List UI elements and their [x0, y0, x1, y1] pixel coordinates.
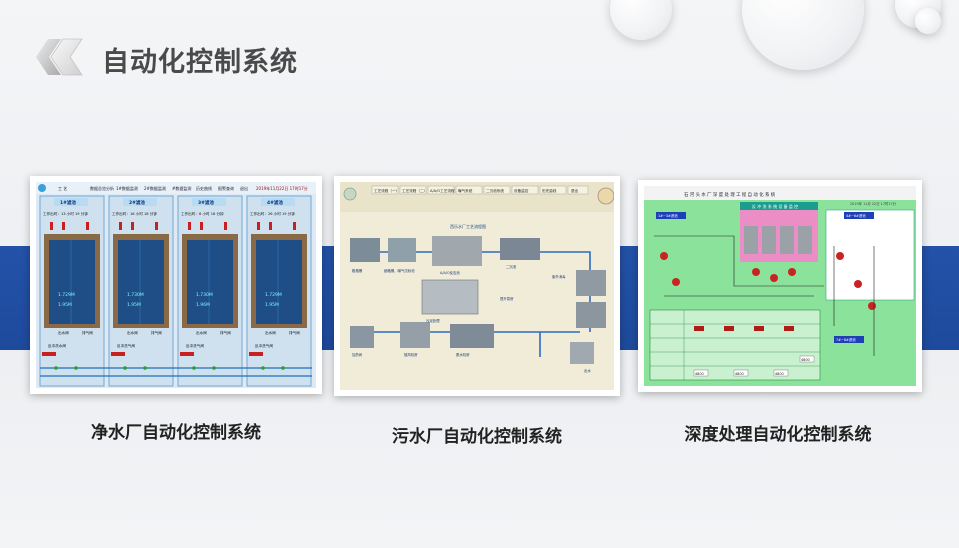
top-button[interactable]: 工艺流程（一） — [374, 188, 399, 193]
unit-label: 二沉池 — [506, 264, 517, 269]
unit-label: 提升泵房 — [500, 296, 514, 301]
header-label: 2#数据监测 — [144, 185, 166, 191]
valve-label: 出水阀 — [127, 330, 138, 335]
advanced-treatment-screenshot: 石 河 头 水 厂 深 度 处 理 工 程 自 动 化 系 统 2019年 11… — [644, 186, 916, 386]
valve-label: 排气阀 — [82, 330, 93, 335]
screen-subtitle: 反 冲 洗 系 统 设 备 监 控 — [752, 203, 798, 209]
pool-level: 1.730M — [196, 292, 213, 298]
header-label: 退出 — [240, 185, 248, 191]
top-button[interactable]: 设备监控 — [514, 188, 529, 193]
pool-name: 4#滤池 — [267, 199, 283, 206]
top-button[interactable]: 曝气系统 — [458, 188, 473, 193]
top-button[interactable]: 二沉池系统 — [486, 188, 504, 193]
section-label: 4#~6#滤池 — [846, 213, 866, 218]
top-button[interactable]: 工艺流程（二） — [402, 188, 427, 193]
valve-label: 排气阀 — [151, 330, 162, 335]
unit-label: 粗格栅 — [352, 268, 363, 273]
valve-label: 出水阀 — [265, 330, 276, 335]
pool-runtime: 工作出时：6 小时 18 分钟 — [181, 211, 224, 216]
unit-label: 出水 — [584, 368, 591, 373]
unit-label: A/A/O反应池 — [440, 270, 460, 275]
pool-level: 1.730M — [127, 292, 144, 298]
valve-label: 反冲洗气阀 — [186, 343, 204, 348]
sewage-plant-screenshot: 工艺流程（一） 工艺流程（二） A/A/O工艺流程 曝气系统 二沉池系统 设备监… — [340, 182, 614, 390]
section-label: 1#~3#滤池 — [658, 213, 678, 218]
timestamp: 2019年 11月 22日 17时17分 — [850, 201, 897, 206]
diamond-logo-icon — [36, 38, 83, 76]
reading-value: 4800 — [775, 372, 784, 376]
card-water-plant[interactable]: 工 艺 数据总览分析 1#数据监测 2#数据监测 #数据监测 历史曲线 报警查询… — [30, 176, 322, 394]
decorative-circle-tiny — [915, 8, 941, 34]
header-label: 历史曲线 — [196, 185, 212, 191]
top-button[interactable]: 历史曲线 — [542, 188, 557, 193]
pool-runtime: 工作出时：13 小时 19 分钟 — [43, 211, 88, 216]
card-advanced-treatment[interactable]: 石 河 头 水 厂 深 度 处 理 工 程 自 动 化 系 统 2019年 11… — [638, 180, 922, 392]
pool-runtime: 工作出时：26 小时 19 分钟 — [250, 211, 295, 216]
pool-runtime: 工作出时：16 小时 18 分钟 — [112, 211, 157, 216]
valve-label: 排气阀 — [220, 330, 231, 335]
valve-label: 排气阀 — [289, 330, 300, 335]
header-label: 工 艺 — [58, 186, 67, 191]
pool-flow: 1.95M — [58, 302, 72, 308]
card-sewage-plant[interactable]: 工艺流程（一） 工艺流程（二） A/A/O工艺流程 曝气系统 二沉池系统 设备监… — [334, 176, 620, 396]
pool-flow: 1.95M — [127, 302, 141, 308]
valve-label: 反冲洗气阀 — [117, 343, 135, 348]
decorative-circle-medium — [610, 0, 672, 40]
top-button[interactable]: 退出 — [571, 188, 579, 193]
timestamp: 2019年11月22日 17时17分 — [256, 185, 308, 191]
pool-name: 3#滤池 — [198, 199, 214, 206]
pool-level: 1.729M — [265, 292, 282, 298]
caption-advanced-treatment: 深度处理自动化控制系统 — [684, 425, 872, 445]
decorative-circle-large — [742, 0, 864, 70]
caption-sewage-plant: 污水厂自动化控制系统 — [392, 427, 562, 447]
unit-label: 加药间 — [352, 352, 363, 357]
header-label: #数据监测 — [172, 185, 191, 191]
valve-label: 出水阀 — [58, 330, 69, 335]
reading-value: 4800 — [695, 372, 704, 376]
unit-label: 细格栅、曝气沉砂池 — [384, 268, 415, 273]
pool-flow: 1.95M — [265, 302, 279, 308]
unit-label: 脱水机房 — [456, 352, 470, 357]
unit-label: 污泥处理 — [426, 318, 440, 323]
diagram-title: 西乐水厂工艺流程图 — [450, 223, 486, 229]
screen-title: 石 河 头 水 厂 深 度 处 理 工 程 自 动 化 系 统 — [684, 191, 776, 198]
pool-level: 1.729M — [58, 292, 75, 298]
valve-label: 反冲洗水阀 — [48, 343, 66, 348]
valve-label: 出水阀 — [196, 330, 207, 335]
header-label: 报警查询 — [218, 185, 234, 191]
pool-name: 2#滤池 — [129, 199, 145, 206]
pool-flow: 1.96M — [196, 302, 210, 308]
water-plant-screenshot: 工 艺 数据总览分析 1#数据监测 2#数据监测 #数据监测 历史曲线 报警查询… — [36, 182, 316, 388]
header-label: 1#数据监测 — [116, 185, 138, 191]
section-label: 7#~8#滤池 — [836, 337, 856, 342]
reading-value: 4800 — [801, 358, 810, 362]
unit-label: 紫外消毒 — [552, 274, 566, 279]
header-label: 数据总览分析 — [90, 185, 114, 191]
valve-label: 反冲洗气阀 — [255, 343, 273, 348]
reading-value: 4800 — [735, 372, 744, 376]
pool-name: 1#滤池 — [60, 199, 76, 206]
caption-water-plant: 净水厂自动化控制系统 — [91, 423, 261, 443]
page-title: 自动化控制系统 — [102, 47, 298, 78]
top-button[interactable]: A/A/O工艺流程 — [430, 188, 455, 193]
unit-label: 鼓风机房 — [404, 352, 418, 357]
